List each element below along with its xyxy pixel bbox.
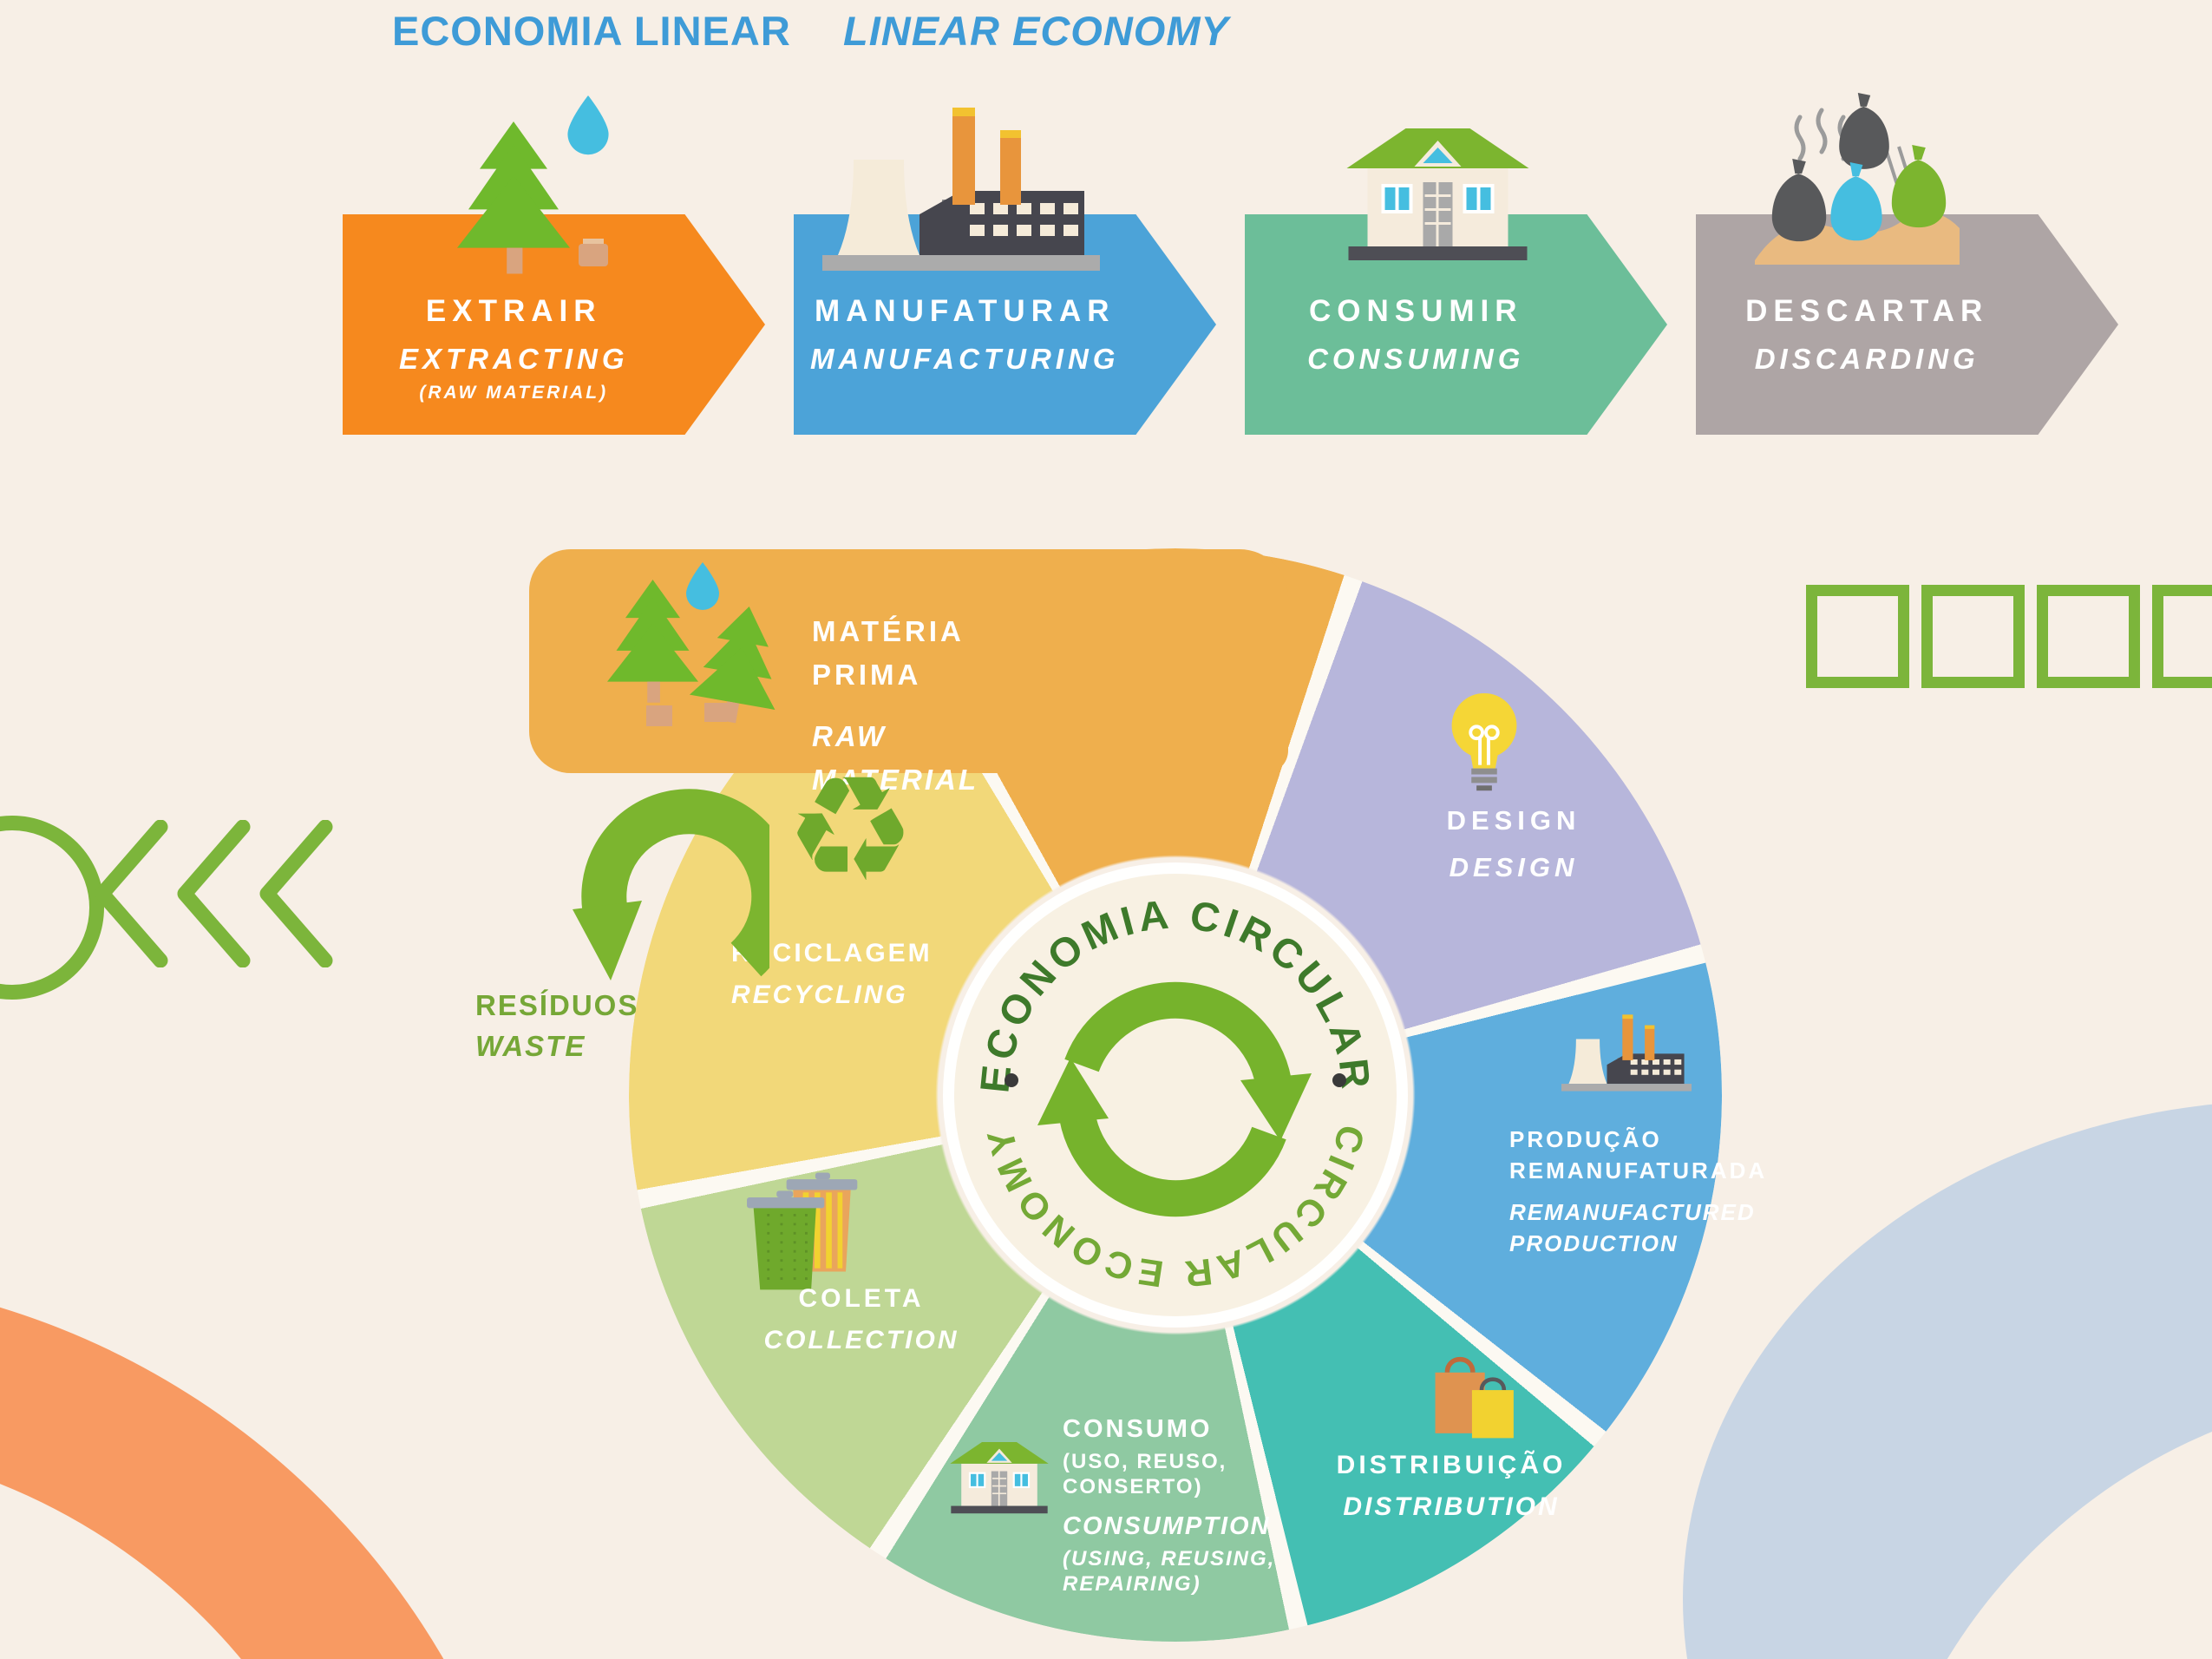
segment-label-en: DESIGN	[1449, 852, 1579, 882]
linear-step-extract: EXTRAIR EXTRACTING (RAW MATERIAL)	[343, 214, 765, 435]
green-square-decoration	[1921, 585, 2025, 688]
house-icon	[949, 1440, 1050, 1515]
factory-icon	[1561, 1014, 1692, 1092]
segment-sub-en: (USING, REUSING, REPAIRING)	[1063, 1547, 1276, 1596]
segment-distribution: DISTRIBUIÇÃO DISTRIBUTION	[1325, 1451, 1577, 1522]
ring-center-content: ECONOMIA CIRCULAR CIRCULAR ECONOMY	[971, 890, 1375, 1295]
waste-label-pt: RESÍDUOS	[475, 989, 639, 1021]
step-label-pt: DESCARTAR	[1745, 294, 1989, 328]
green-square-decoration	[1806, 585, 1909, 688]
segment-sub-pt: (USO, REUSO, CONSERTO)	[1063, 1449, 1227, 1498]
segment-label-pt: DESIGN	[1446, 805, 1581, 836]
trash-bags-icon	[1748, 91, 1965, 269]
cycle-arrows-icon	[1037, 981, 1312, 1217]
step-label-pt: CONSUMIR	[1308, 294, 1523, 328]
segment-label-en: COLLECTION	[763, 1326, 959, 1354]
green-chevrons-decoration	[95, 820, 333, 967]
trash-bins-icon	[745, 1171, 859, 1291]
step-label-en: EXTRACTING	[398, 343, 629, 375]
segment-design: DESIGN DESIGN	[1397, 805, 1631, 883]
step-label-en: DISCARDING	[1754, 343, 1980, 375]
ring-center-circle	[954, 874, 1397, 1316]
green-square-decoration	[2152, 585, 2212, 688]
recycle-icon: ♻	[785, 744, 916, 915]
segment-label-pt: PRODUÇÃO REMANUFATURADA	[1509, 1126, 1768, 1184]
step-label-en: CONSUMING	[1307, 343, 1525, 375]
separator-dot	[1332, 1073, 1346, 1087]
orange-arc-decoration	[0, 1307, 444, 1659]
step-label-pt: MANUFATURAR	[814, 294, 1116, 328]
segment-label-pt: CONSUMO	[1063, 1415, 1213, 1443]
house-icon	[1345, 127, 1531, 262]
segment-label-pt: DISTRIBUIÇÃO	[1336, 1451, 1567, 1479]
lightbulb-icon	[1450, 691, 1519, 793]
return-arrow-icon	[573, 789, 769, 980]
step-label-pt: EXTRAIR	[425, 294, 602, 328]
segment-consumption: CONSUMO (USO, REUSO, CONSERTO) CONSUMPTI…	[1063, 1414, 1284, 1597]
separator-dot	[1005, 1073, 1018, 1087]
segment-label-en: DISTRIBUTION	[1343, 1492, 1560, 1521]
title-english: LINEAR ECONOMY	[843, 8, 1229, 54]
green-circle-outline-decoration	[0, 816, 104, 1000]
pine-trees-water-drop-icon	[599, 562, 798, 736]
segment-label-pt: COLETA	[798, 1284, 925, 1313]
step-label-en: MANUFACTURING	[809, 343, 1120, 375]
factory-icon	[822, 108, 1100, 271]
segment-raw-material: MATÉRIA PRIMA RAW MATERIAL	[812, 610, 998, 801]
segment-collection: COLETA COLLECTION	[753, 1284, 970, 1355]
segment-remanufactured-production: PRODUÇÃO REMANUFATURADA REMANUFACTURED P…	[1509, 1125, 1770, 1260]
segment-label-pt: MATÉRIA PRIMA	[812, 615, 964, 691]
segment-label-en: REMANUFACTURED PRODUCTION	[1509, 1198, 1756, 1256]
step-note: (RAW MATERIAL)	[419, 383, 609, 403]
segment-label-en: RECYCLING	[731, 980, 908, 1009]
shopping-bags-icon	[1430, 1350, 1523, 1442]
waste-callout: RESÍDUOS WASTE	[475, 991, 666, 1060]
segment-label-en: RAW MATERIAL	[812, 720, 979, 796]
pine-tree-water-drop-icon	[427, 91, 644, 291]
waste-label-en: WASTE	[475, 1030, 586, 1062]
green-square-decoration	[2037, 585, 2140, 688]
title-portuguese: ECONOMIA LINEAR	[392, 8, 791, 54]
segment-label-en: CONSUMPTION	[1063, 1512, 1271, 1541]
